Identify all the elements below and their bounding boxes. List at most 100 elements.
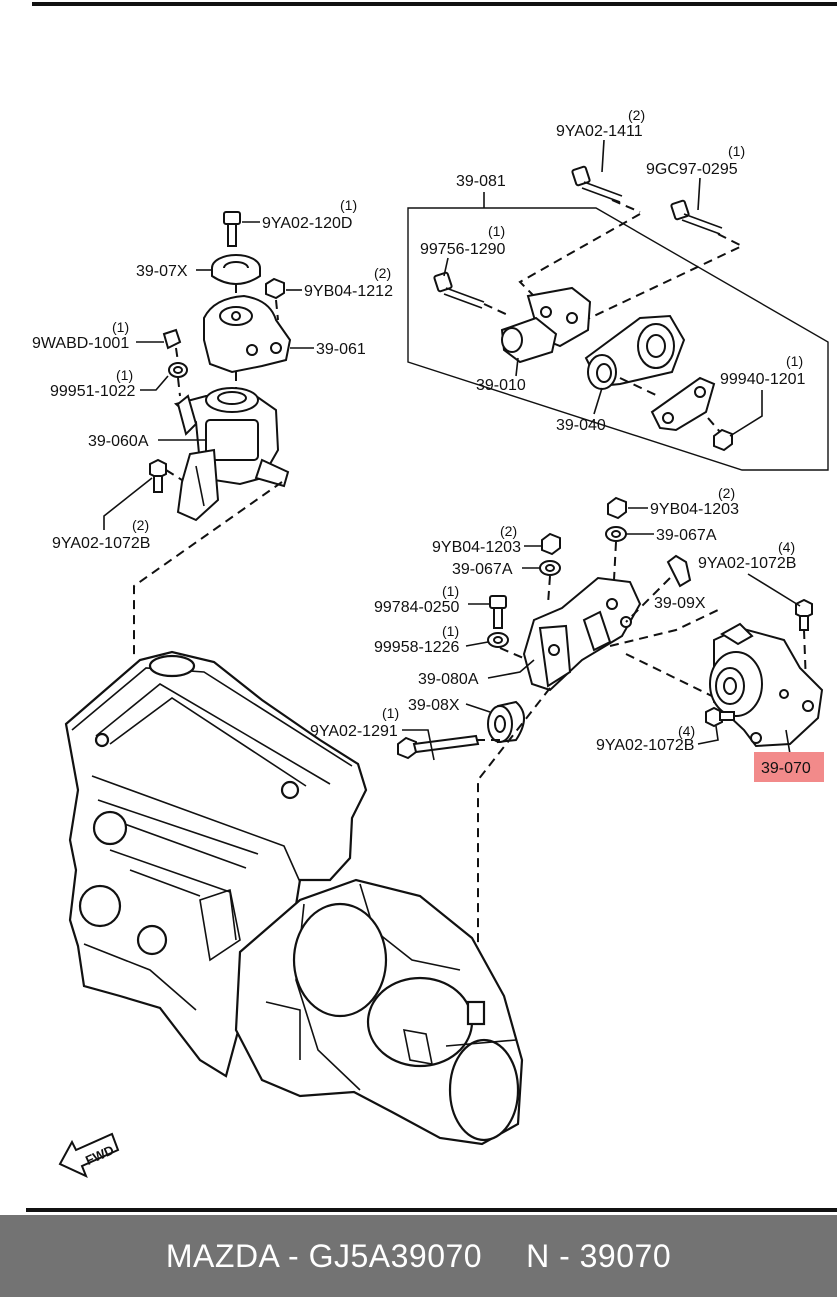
qty-9yb04-1203-b: (2) <box>500 523 517 539</box>
footer-bar: MAZDA - GJ5A39070 N - 39070 <box>0 1215 837 1297</box>
label-39-067a-b: 39-067A <box>452 561 513 578</box>
leader-line <box>697 177 701 211</box>
dashed-leader <box>521 233 745 351</box>
leader-line <box>103 477 153 530</box>
label-39-040: 39-040 <box>556 417 606 434</box>
bolt-9ya02-1291[interactable] <box>397 734 480 760</box>
washer-39-067a-b[interactable] <box>539 560 561 576</box>
label-9ya02-1072b-left: 9YA02-1072B <box>52 535 150 552</box>
nut-9yb04-1203-a[interactable] <box>607 496 627 520</box>
qty-9ya02-1291: (1) <box>382 705 399 721</box>
label-39-010: 39-010 <box>476 377 526 394</box>
leader-line <box>785 729 791 755</box>
dashed-leader <box>133 481 283 660</box>
transmission <box>234 878 524 1146</box>
qty-9ya02-1072b-right-top: (4) <box>778 539 795 555</box>
leader-line <box>697 725 719 745</box>
footer-ref: N - 39070 <box>526 1237 672 1274</box>
mount-39-040[interactable] <box>584 314 686 390</box>
label-39-09x: 39-09X <box>654 595 706 612</box>
dashed-leader <box>477 687 551 1002</box>
leader-line <box>729 390 763 437</box>
washer-99958-1226[interactable] <box>487 632 509 648</box>
bolt-99756-1290[interactable] <box>433 271 485 309</box>
leader-line <box>140 375 169 391</box>
dashed-leader <box>611 199 641 213</box>
bolt-9ya02-1072b-right-bottom[interactable] <box>705 706 735 728</box>
qty-99958-1226: (1) <box>442 623 459 639</box>
qty-9ya02-1072b-right-bottom: (4) <box>678 723 695 739</box>
label-9ya02-120d: 9YA02-120D <box>262 215 352 232</box>
label-9yb04-1203-a: 9YB04-1203 <box>650 501 739 518</box>
label-99958-1226: 99958-1226 <box>374 639 460 656</box>
mount-39-060a[interactable] <box>173 387 290 522</box>
label-9ya02-1411: 9YA02-1411 <box>556 123 643 140</box>
dashed-leader <box>175 347 179 363</box>
dashed-leader <box>499 647 529 661</box>
nut-99940-1201[interactable] <box>713 428 733 452</box>
label-39-07x: 39-07X <box>136 263 188 280</box>
engine-block <box>64 650 368 1078</box>
dashed-leader <box>625 653 721 701</box>
label-39-080a: 39-080A <box>418 671 479 688</box>
leader-line <box>443 257 449 277</box>
label-99940-1201: 99940-1201 <box>720 371 806 388</box>
label-39-067a-a: 39-067A <box>656 527 717 544</box>
label-9yb04-1212: 9YB04-1212 <box>304 283 393 300</box>
bush-39-08x[interactable] <box>487 700 525 744</box>
nut-9wabd-1001[interactable] <box>162 328 182 350</box>
washer-39-067a-a[interactable] <box>605 526 627 542</box>
label-39-061: 39-061 <box>316 341 366 358</box>
nut-9yb04-1203-b[interactable] <box>541 532 561 556</box>
label-99784-0250: 99784-0250 <box>374 599 460 616</box>
qty-99756-1290: (1) <box>488 223 505 239</box>
dashed-leader <box>613 541 617 581</box>
qty-99940-1201: (1) <box>786 353 803 369</box>
dashed-leader <box>707 417 721 433</box>
leader-line <box>593 387 603 415</box>
leader-line <box>601 139 605 173</box>
dashed-leader <box>547 575 551 605</box>
label-9ya02-1291: 9YA02-1291 <box>310 723 398 740</box>
clip-39-09x[interactable] <box>666 554 692 588</box>
label-39-070[interactable]: 39-070 <box>761 760 811 777</box>
dashed-leader <box>609 609 719 647</box>
highlight-box-39-070 <box>754 752 824 782</box>
qty-9ya02-1072b-left: (2) <box>132 517 149 533</box>
bolt-9ya02-1072b-left[interactable] <box>149 458 167 493</box>
leader-line <box>747 573 801 607</box>
label-9ya02-1072b-right-bottom: 9YA02-1072B <box>596 737 694 754</box>
bracket-39-080a[interactable] <box>522 576 642 692</box>
leader-line <box>465 641 489 647</box>
bolt-9gc97-0295[interactable] <box>670 199 723 235</box>
label-9gc97-0295: 9GC97-0295 <box>646 161 738 178</box>
qty-9gc97-0295: (1) <box>728 143 745 159</box>
mount-39-061[interactable] <box>203 294 292 374</box>
label-99756-1290: 99756-1290 <box>420 241 506 258</box>
nut-9yb04-1212[interactable] <box>265 277 285 300</box>
dashed-leader <box>275 299 279 321</box>
bolt-9ya02-1411[interactable] <box>571 165 623 203</box>
dashed-leader <box>518 213 641 303</box>
qty-99784-0250: (1) <box>442 583 459 599</box>
leader-line <box>515 357 519 377</box>
dashed-leader <box>165 469 183 481</box>
label-9yb04-1203-b: 9YB04-1203 <box>432 539 521 556</box>
bracket-39-010[interactable] <box>500 286 592 364</box>
label-99951-1022: 99951-1022 <box>50 383 136 400</box>
mount-39-070[interactable] <box>709 622 824 748</box>
cap-39-07x[interactable] <box>211 254 261 285</box>
bolt-9ya02-1072b-right-top[interactable] <box>795 598 813 631</box>
washer-99951-1022[interactable] <box>168 362 188 378</box>
leader-line <box>465 703 491 713</box>
assembly-box-39-081 <box>407 207 829 471</box>
qty-9wabd-1001: (1) <box>112 319 129 335</box>
label-39-08x: 39-08X <box>408 697 460 714</box>
bolt-9ya02-120d[interactable] <box>223 211 241 247</box>
bolt-99784-0250[interactable] <box>489 595 507 629</box>
qty-9ya02-1411: (2) <box>628 107 645 123</box>
label-39-081: 39-081 <box>456 173 506 190</box>
plate-bracket[interactable] <box>650 376 716 432</box>
leader-line <box>487 659 535 679</box>
qty-9yb04-1203-a: (2) <box>718 485 735 501</box>
